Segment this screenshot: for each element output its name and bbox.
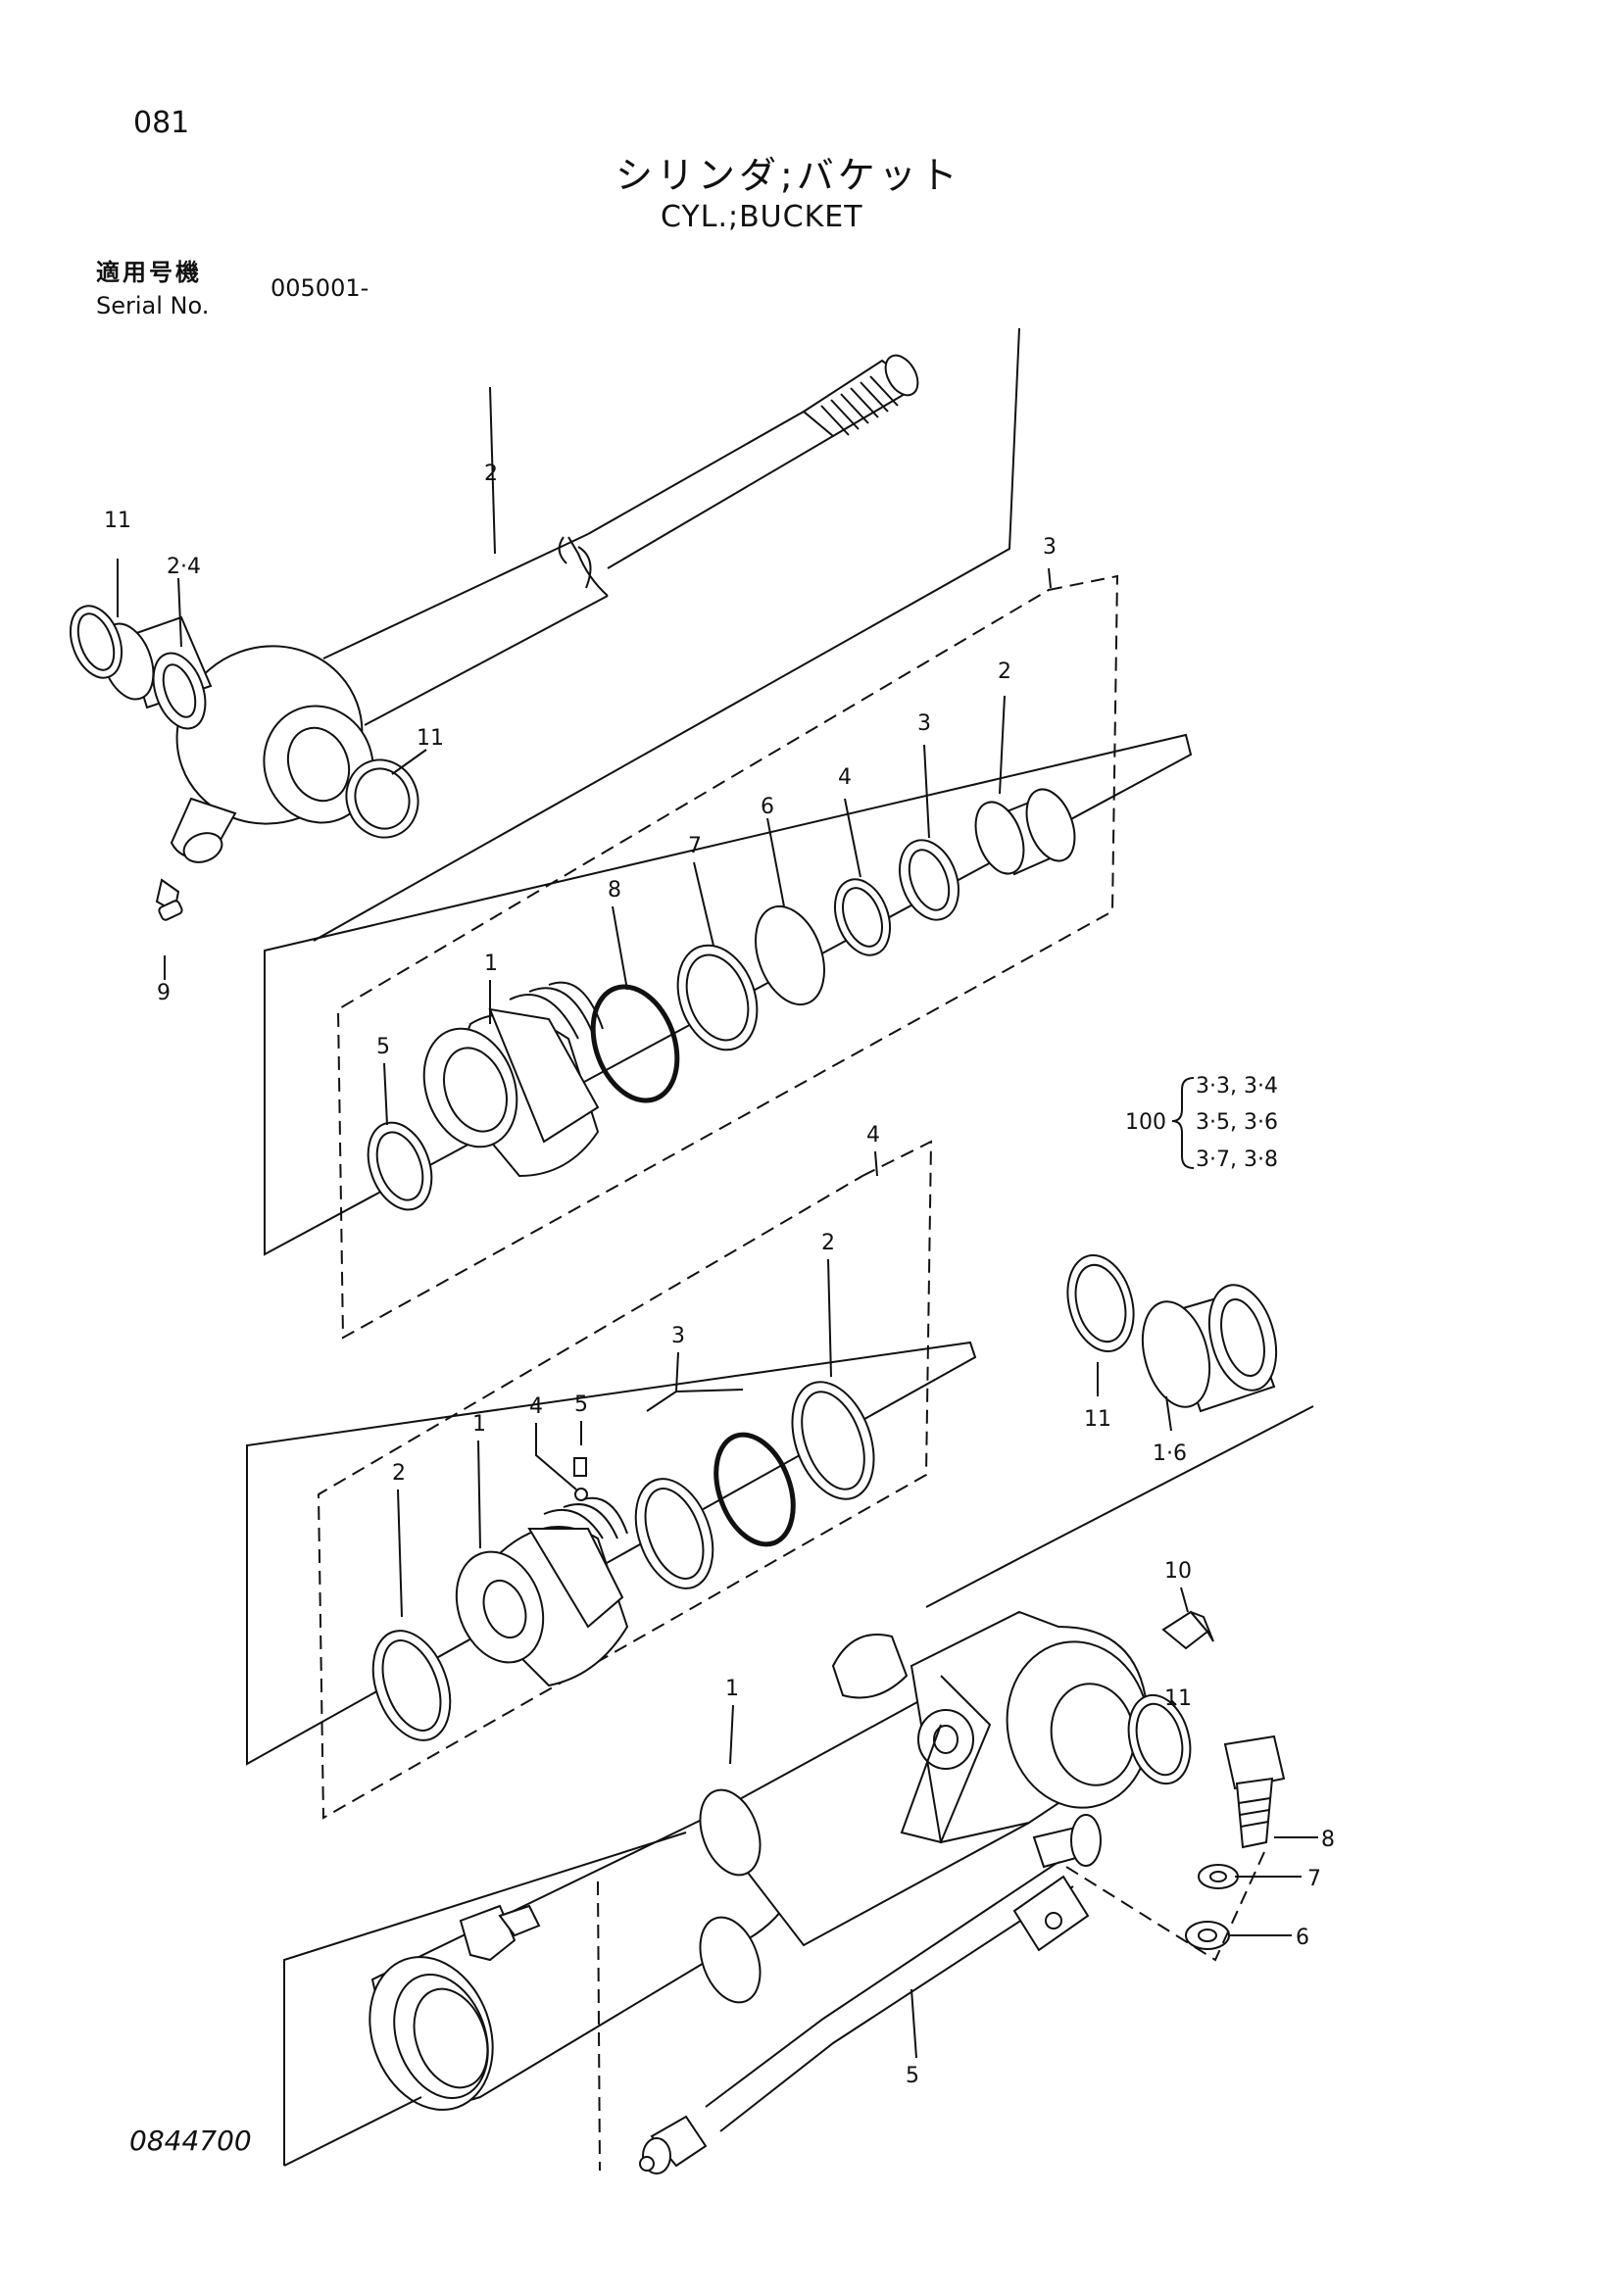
- callout-pipe: 5: [906, 2064, 919, 2088]
- callout-tube-bushing: 1·6: [1153, 1441, 1187, 1466]
- callout-piston-ring3: 3: [671, 1324, 685, 1348]
- title-english: CYL.;BUCKET: [661, 200, 863, 234]
- callout-washer7: 7: [1307, 1867, 1321, 1891]
- bolt-and-washers: [1185, 1734, 1286, 1950]
- tube-bushing: [1066, 1253, 1278, 1785]
- title-japanese: シリンダ;バケット: [615, 154, 961, 197]
- rod-seals: [69, 605, 419, 839]
- callout-bolt: 8: [1321, 1828, 1335, 1852]
- gland-rings: [367, 788, 1076, 1211]
- piston: [455, 1496, 629, 1687]
- callout-rod-bushing: 2·4: [167, 555, 201, 579]
- gland: [422, 981, 604, 1178]
- callout-rod-seal-right: 11: [417, 726, 444, 751]
- document-id: 0844700: [129, 2125, 252, 2157]
- callout-tube: 1: [725, 1677, 739, 1701]
- callout-gland-oring8: 8: [608, 878, 621, 903]
- piston-rings: [371, 1381, 875, 1741]
- callout-gland-group: 3: [1043, 535, 1057, 560]
- callout-gland-ring4: 4: [838, 765, 852, 790]
- callout-grease-fitting: 9: [157, 981, 171, 1005]
- callout-tube-seal2: 11: [1164, 1686, 1192, 1711]
- callout-gland: 1: [484, 952, 498, 976]
- kit-line-2: 3·5, 3·6: [1196, 1110, 1278, 1135]
- callout-gland-ring5: 5: [376, 1035, 390, 1059]
- gland-group-boundary: [264, 574, 1193, 1340]
- callout-gland-oring6: 6: [761, 795, 774, 819]
- callout-gland-bushing: 2: [998, 659, 1011, 684]
- callout-washer6: 6: [1296, 1926, 1309, 1950]
- callout-labels: 2 11 2·4 11 9 3 2 3 4 6 7 8 1 5 4 2 3 5 …: [104, 462, 1335, 2088]
- callout-piston-ring2a: 2: [392, 1461, 406, 1486]
- callout-gland-ring7: 7: [688, 834, 702, 858]
- callout-piston-ball4: 4: [529, 1394, 543, 1419]
- callout-elbow: 10: [1164, 1559, 1192, 1584]
- callout-gland-ring3: 3: [917, 711, 931, 736]
- grease-fitting: [155, 878, 183, 921]
- serial-label-japanese: 適用号機: [96, 259, 202, 286]
- callout-rod-seal-left: 11: [104, 509, 131, 533]
- cylinder-tube: [369, 1610, 1151, 2111]
- kit-line-1: 3·3, 3·4: [1196, 1074, 1278, 1099]
- piston-rod: [170, 354, 919, 863]
- page-number: 081: [133, 106, 190, 140]
- pipe: [639, 1814, 1102, 2174]
- kit-number: 100: [1125, 1110, 1166, 1135]
- callout-piston-screw5: 5: [574, 1392, 588, 1417]
- kit-line-3: 3·7, 3·8: [1196, 1148, 1278, 1172]
- callout-piston-group: 4: [866, 1123, 880, 1148]
- serial-label-english: Serial No.: [96, 292, 210, 319]
- piston-group-boundary: [246, 1140, 977, 1820]
- leader-lines: [117, 327, 1318, 2172]
- callout-piston-ring2b: 2: [821, 1231, 835, 1255]
- serial-value: 005001-: [270, 274, 369, 302]
- callout-rod: 2: [484, 462, 498, 486]
- callout-tube-seal: 11: [1084, 1407, 1111, 1432]
- kit-bracket: [1171, 1077, 1195, 1169]
- callout-piston: 1: [472, 1412, 486, 1437]
- elbow-fitting: [1161, 1610, 1214, 1650]
